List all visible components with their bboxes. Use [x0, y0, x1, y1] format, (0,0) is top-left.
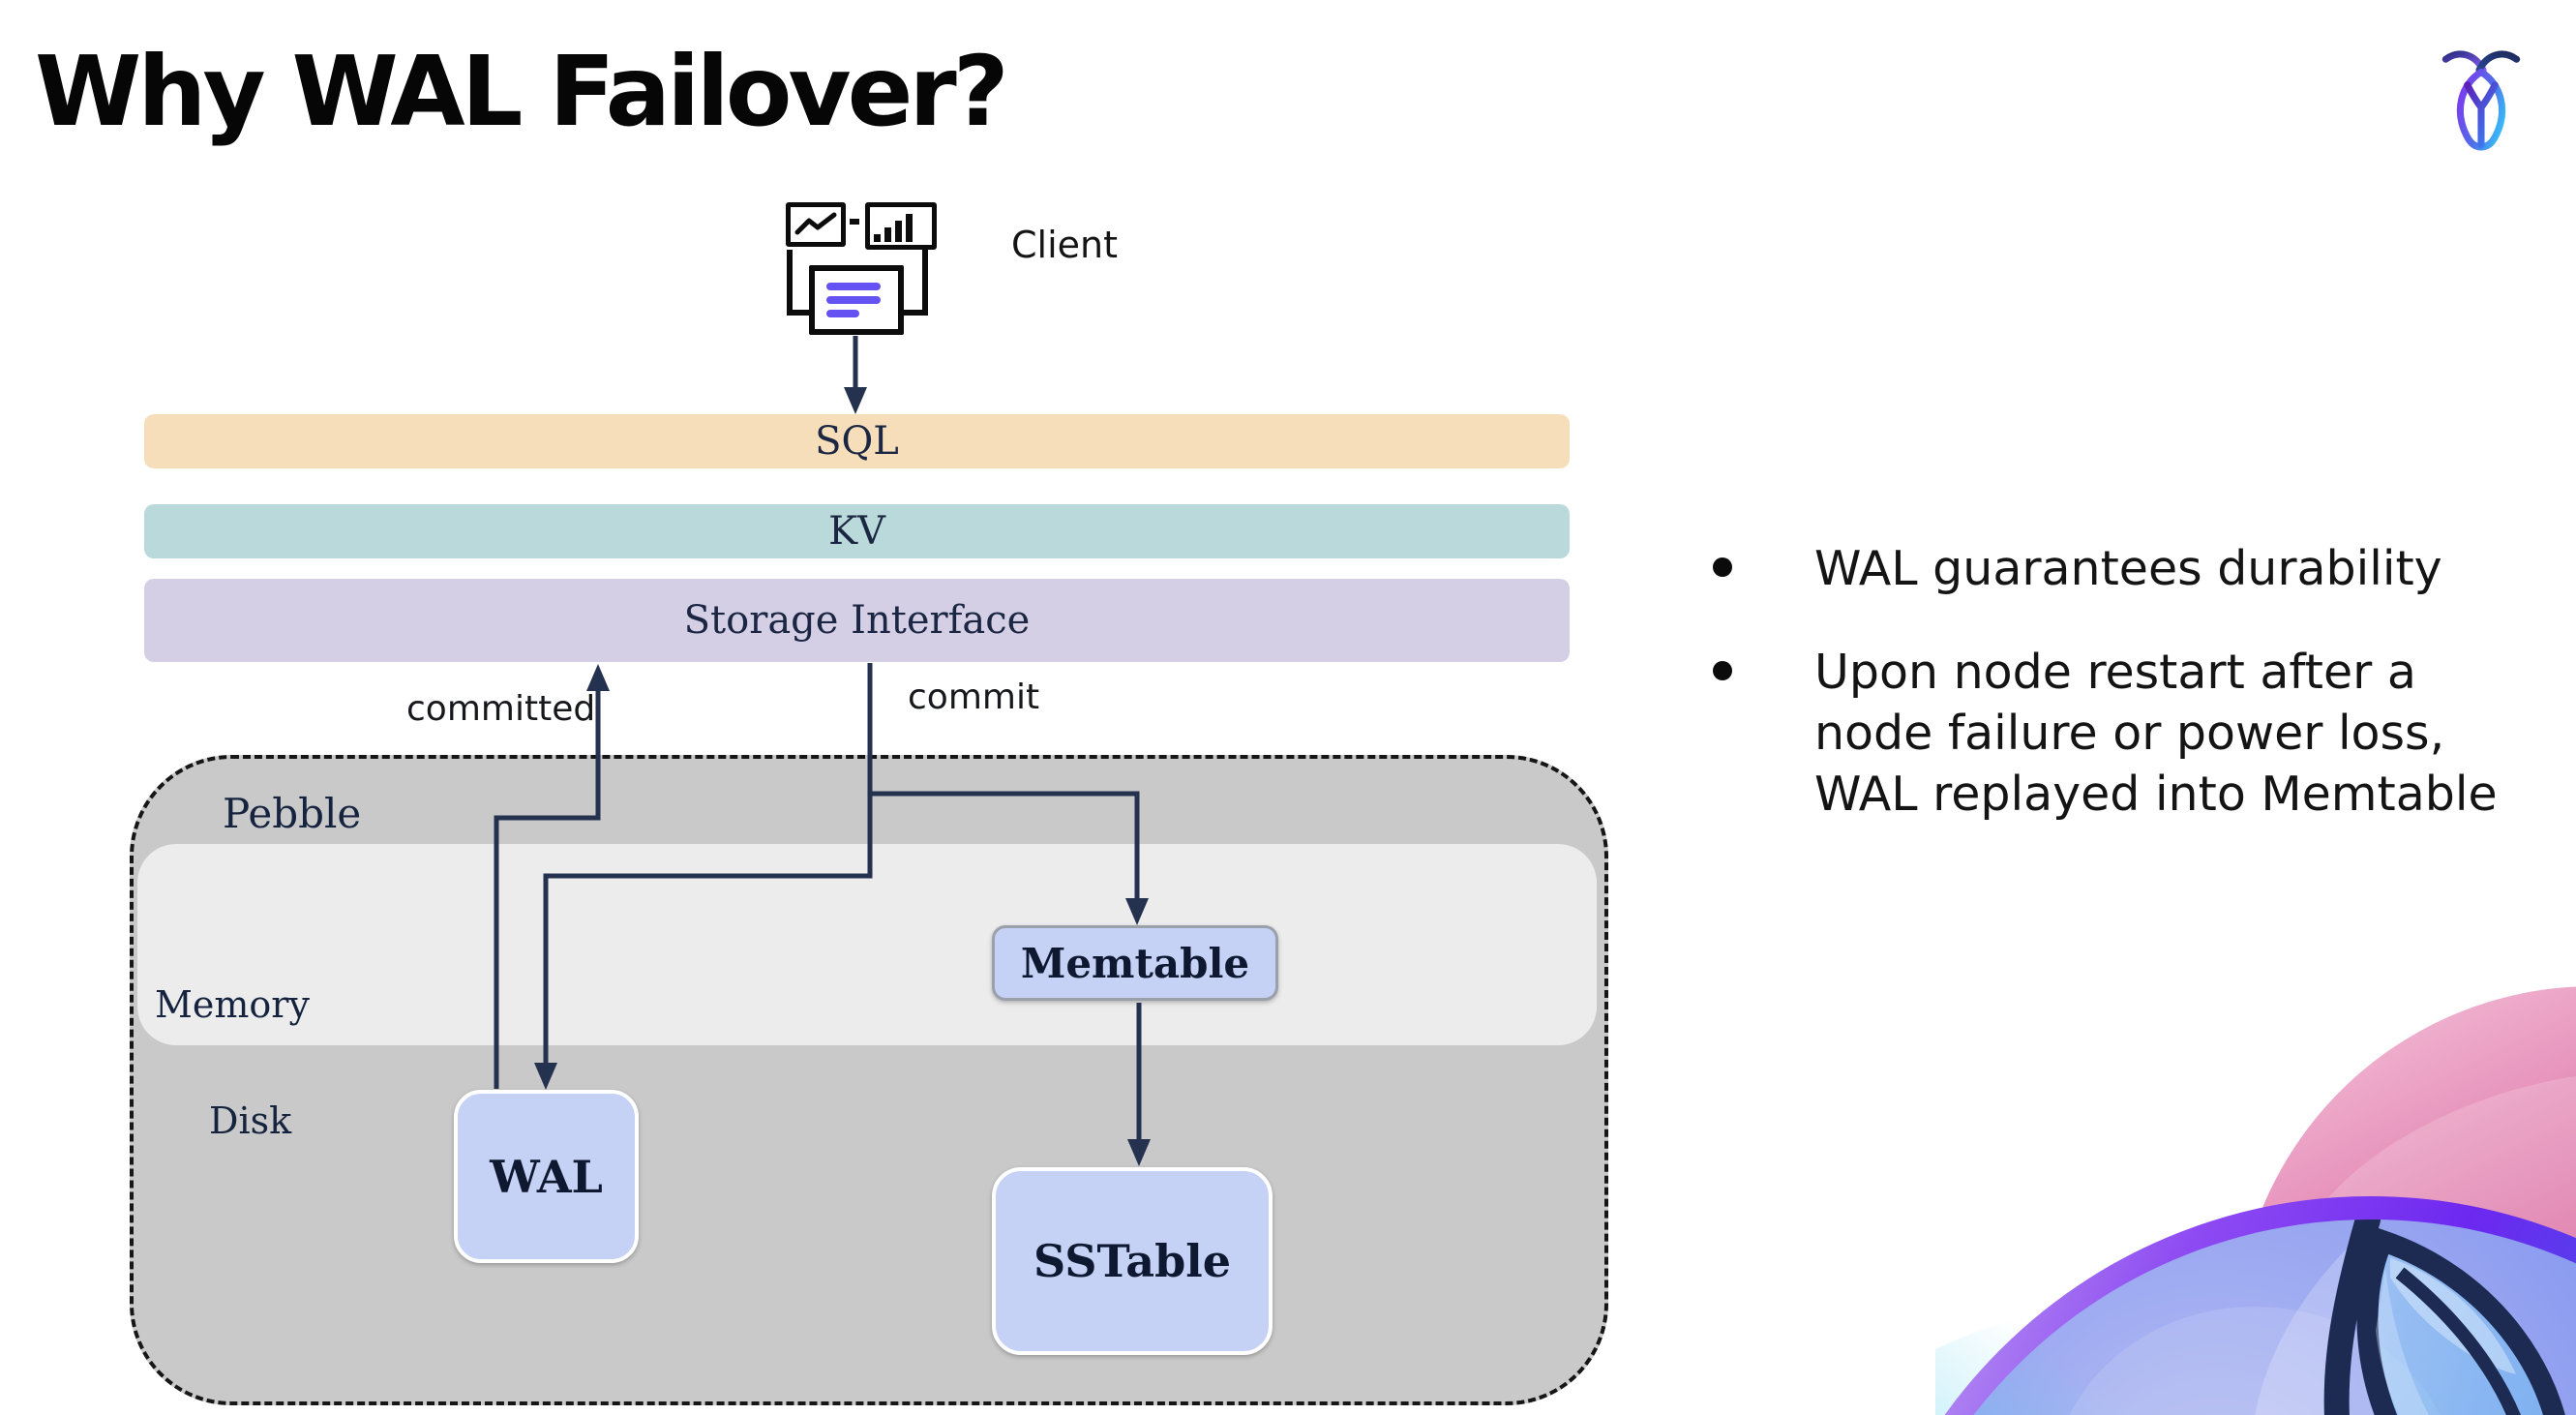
bullet-list: WAL guarantees durability Upon node rest… [1709, 538, 2541, 825]
disk-label: Disk [209, 1099, 292, 1142]
line-chart-icon [786, 202, 846, 247]
purple-rim [1944, 1196, 2576, 1415]
client-label: Client [1011, 224, 1119, 266]
connector-dash [850, 219, 859, 225]
cockroachdb-logo-icon [2441, 50, 2521, 151]
memory-band [137, 844, 1597, 1045]
list-item: Upon node restart after a node failure o… [1709, 642, 2541, 825]
memory-label: Memory [155, 983, 310, 1026]
edge-label-committed: committed [406, 689, 596, 729]
layer-sql-label: SQL [815, 419, 899, 464]
sstable-node-label: SSTable [1033, 1235, 1231, 1287]
layer-kv-label: KV [828, 509, 885, 554]
bullet-dot [1713, 557, 1732, 577]
bullet-text-line: WAL replayed into Memtable [1814, 767, 2498, 822]
bullet-text-line: node failure or power loss, [1814, 706, 2445, 761]
bar-chart-icon [865, 202, 937, 250]
layer-kv: KV [144, 504, 1570, 558]
teal-sphere [1935, 1297, 2505, 1415]
layer-storage-label: Storage Interface [683, 598, 1031, 643]
list-item: WAL guarantees durability [1709, 538, 2541, 599]
leaf-stem [2323, 1207, 2381, 1415]
memtable-node-label: Memtable [1020, 939, 1250, 987]
bracket-right [899, 250, 928, 316]
bullet-dot [1713, 661, 1732, 680]
sstable-node: SSTable [992, 1167, 1273, 1355]
edge-label-commit: commit [908, 677, 1040, 717]
bracket-left [787, 250, 816, 316]
bullet-text: WAL guarantees durability [1814, 541, 2442, 596]
wal-node-label: WAL [490, 1150, 603, 1203]
document-icon [809, 265, 904, 335]
memtable-node: Memtable [992, 925, 1278, 1001]
layer-storage-interface: Storage Interface [144, 579, 1570, 662]
layer-sql: SQL [144, 414, 1570, 468]
page-title: Why WAL Failover? [35, 35, 1009, 148]
wal-node: WAL [454, 1090, 639, 1263]
decorative-cockroach-artwork [1935, 986, 2576, 1415]
arrowhead-client [844, 387, 867, 414]
bullet-text-line: Upon node restart after a [1814, 645, 2416, 700]
arrowhead-committed [586, 664, 610, 691]
pebble-label: Pebble [223, 790, 362, 837]
